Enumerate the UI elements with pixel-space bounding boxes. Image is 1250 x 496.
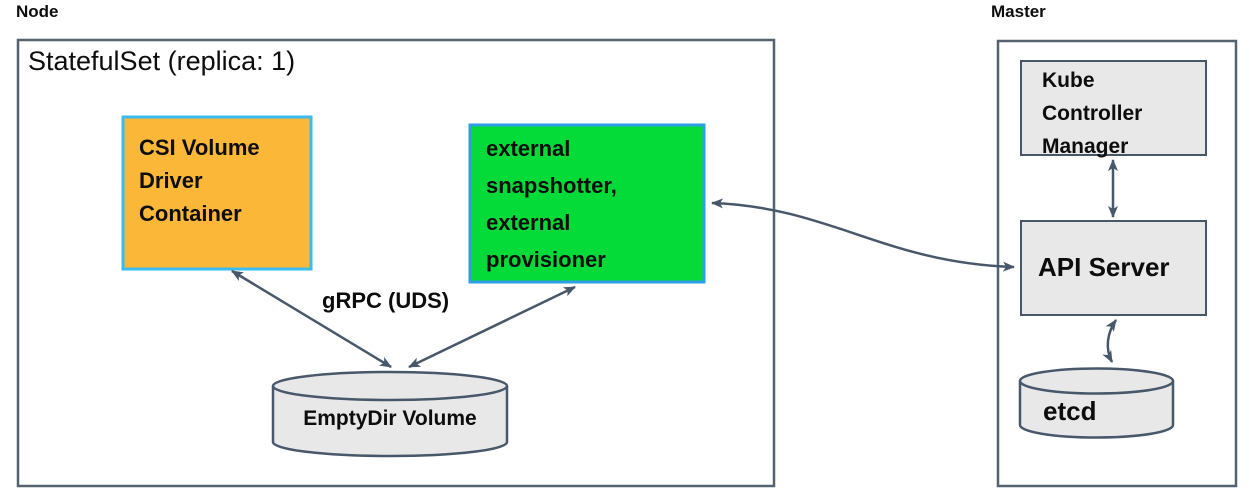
statefulset-title: StatefulSet (replica: 1): [28, 46, 296, 76]
csi-driver-label-line: CSI Volume: [139, 135, 260, 160]
csi-driver-box-label: CSI Volume Driver Container: [139, 131, 260, 230]
sidecar-label-line: provisioner: [486, 247, 606, 272]
etcd-cylinder-body: [1018, 381, 1175, 439]
master-region-title: Master: [991, 2, 1046, 21]
sidecar-box-label: external snapshotter, external provision…: [486, 130, 617, 278]
node-region-title: Node: [16, 2, 59, 21]
sidecar-label-line: external: [486, 210, 571, 235]
emptydir-cylinder-body: [271, 386, 509, 458]
sidecar-containers-box: [468, 123, 706, 284]
kcm-label-line: Controller: [1042, 102, 1143, 125]
api-server-label: API Server: [1038, 252, 1170, 282]
arrow-sidecar-api-server: [711, 198, 1015, 272]
sidecar-label-line: snapshotter,: [486, 173, 617, 198]
emptydir-volume-label: EmptyDir Volume: [303, 407, 477, 430]
arrow-csi-driver-emptydir: [231, 269, 392, 369]
arrow-api-server-etcd: [1102, 319, 1118, 363]
api-server-box: [1020, 220, 1207, 316]
grpc-uds-annotation: gRPC (UDS): [322, 288, 450, 313]
etcd-label: etcd: [1043, 396, 1097, 426]
csi-driver-label-line: Container: [139, 201, 242, 226]
etcd-cylinder-top: [1018, 367, 1175, 395]
csi-driver-container-box: [121, 115, 313, 271]
kcm-label-line: Manager: [1042, 135, 1129, 158]
emptydir-cylinder-top: [271, 370, 509, 402]
csi-driver-label-line: Driver: [139, 168, 203, 193]
sidecar-label-line: external: [486, 136, 571, 161]
kube-controller-manager-box: [1020, 60, 1207, 156]
kube-controller-manager-label: Kube Controller Manager: [1042, 64, 1142, 163]
kcm-label-line: Kube: [1042, 69, 1095, 92]
arrow-sidecar-emptydir: [408, 285, 576, 369]
